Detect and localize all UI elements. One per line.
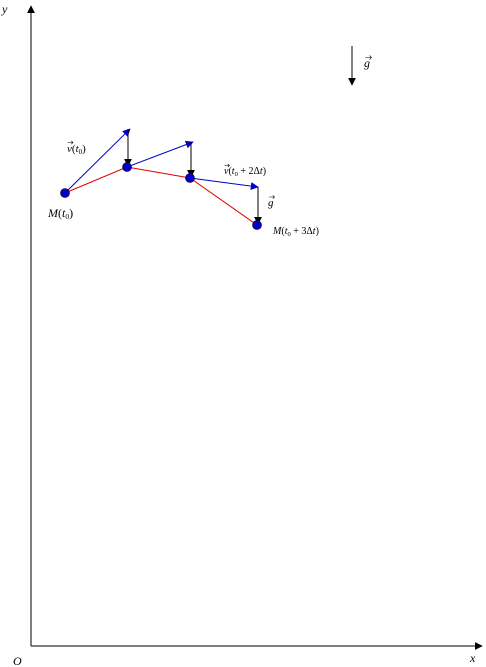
x-axis-label: x (469, 651, 476, 665)
gravity-label-near: g (268, 195, 275, 209)
trajectory-path (64, 166, 258, 226)
label-v-t0-plus-2dt: v(t0 + 2Δt) (224, 163, 266, 178)
origin-label: O (13, 654, 22, 667)
point-m2 (185, 173, 195, 183)
point-m1 (122, 162, 132, 172)
label-v-t0: v(t0) (67, 140, 86, 156)
velocity-vector-1 (126, 140, 194, 168)
gravity-label-top: g (364, 55, 372, 70)
velocity-vector-0 (64, 128, 131, 194)
point-m3 (252, 220, 262, 230)
svg-text:g: g (364, 56, 370, 70)
label-m-t0: M(t0) (47, 206, 73, 221)
point-m0 (60, 188, 70, 198)
label-m-t0-plus-3dt: M(t0 + 3Δt) (272, 226, 319, 238)
y-axis-label: y (1, 2, 8, 16)
velocity-vector-2 (189, 177, 259, 191)
svg-text:v(t0): v(t0) (67, 143, 86, 156)
svg-text:v(t0 + 2Δt): v(t0 + 2Δt) (224, 166, 266, 178)
svg-text:g: g (268, 197, 274, 209)
